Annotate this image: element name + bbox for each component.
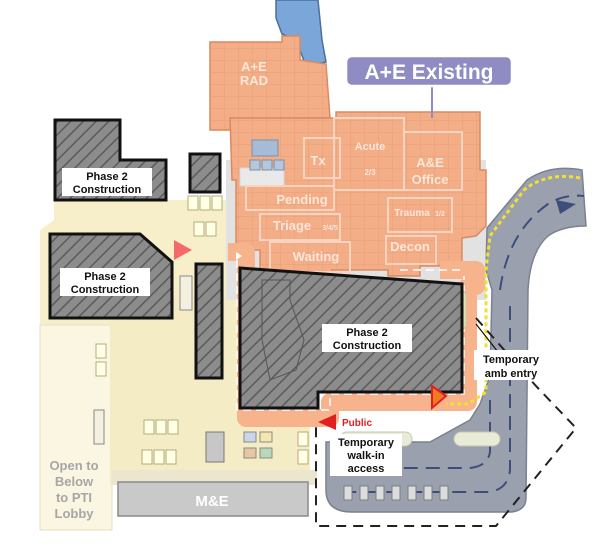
construction-inner-outline xyxy=(261,279,305,381)
grille xyxy=(205,431,225,463)
open-below-line3: to PTI xyxy=(56,490,92,505)
zone-decon: Decon xyxy=(390,239,430,254)
zone-tx: Tx xyxy=(310,153,326,168)
temporary-route-dash xyxy=(236,260,465,411)
upper-windows xyxy=(249,159,285,171)
zone-ae-rad-line2: RAD xyxy=(240,73,268,88)
color-squares xyxy=(243,431,273,459)
open-below-label: Open to Below to PTI Lobby xyxy=(49,458,98,521)
construction-label-2a: Phase 2 xyxy=(84,271,126,283)
construction-label-3b: Construction xyxy=(333,340,402,352)
construction-label-1b: Construction xyxy=(73,184,142,196)
construction-label-3a: Phase 2 xyxy=(346,327,388,339)
walk-in-line1: Temporary xyxy=(338,437,395,449)
zone-triage: Triage xyxy=(273,218,311,233)
construction-block-small xyxy=(188,152,222,194)
ae-existing-badge xyxy=(344,54,514,88)
zone-waiting: Waiting xyxy=(293,249,340,264)
road-lane-outer xyxy=(499,194,585,291)
zone-acute-sub: 2/3 xyxy=(364,168,376,177)
zone-labels: A+E RAD Tx Acute 2/3 A&E Office Pending … xyxy=(240,59,449,264)
me-block xyxy=(117,481,309,517)
zone-trauma-sub: 1/2 xyxy=(435,211,445,218)
stair-lower xyxy=(93,409,105,445)
road-arrow-1 xyxy=(556,200,576,214)
route-start-arrow xyxy=(236,252,242,260)
zone-ae-office-line2: Office xyxy=(412,172,449,187)
walk-in-line3: access xyxy=(348,463,385,475)
lightwell xyxy=(239,167,285,187)
zone-triage-sub: 3/4/5 xyxy=(322,225,338,232)
zone-ae-office-line1: A&E xyxy=(416,155,444,170)
zone-trauma: Trauma xyxy=(394,208,430,219)
zone-pending: Pending xyxy=(276,192,327,207)
ambulance-route xyxy=(446,175,581,406)
construction-labels: Phase 2 Construction Phase 2 Constructio… xyxy=(60,168,412,352)
construction-label-1a: Phase 2 xyxy=(86,171,128,183)
amb-arrow xyxy=(431,384,448,411)
parking-bays xyxy=(343,485,449,501)
light-fixtures xyxy=(95,195,309,465)
amb-entry-line1: Temporary xyxy=(483,354,540,366)
road-lane-middle xyxy=(350,400,491,469)
amb-entry-line2: amb entry xyxy=(485,368,538,380)
amb-entry-callout xyxy=(474,350,548,380)
amb-leader xyxy=(475,323,499,353)
ae-main-block xyxy=(229,111,487,277)
road-lane-inner xyxy=(344,306,511,493)
open-below-line4: Lobby xyxy=(55,506,95,521)
entry-arrow-left xyxy=(174,240,192,260)
public-arrow xyxy=(318,414,336,430)
construction-label-2b: Construction xyxy=(71,284,140,296)
open-below-line1: Open to xyxy=(49,458,98,473)
road xyxy=(325,167,587,513)
zone-acute: Acute xyxy=(355,141,386,153)
construction-block-strip xyxy=(194,262,224,380)
me-label: M&E xyxy=(195,493,228,510)
stair-left xyxy=(179,275,193,311)
walk-in-line2: walk-in xyxy=(346,450,385,462)
ae-existing-label: A+E Existing xyxy=(365,61,494,84)
public-label: Public xyxy=(342,418,372,429)
window-block xyxy=(251,139,279,157)
walk-in-callout xyxy=(330,434,402,476)
zone-ae-rad-line1: A+E xyxy=(241,59,267,74)
open-below-line2: Below xyxy=(55,474,94,489)
